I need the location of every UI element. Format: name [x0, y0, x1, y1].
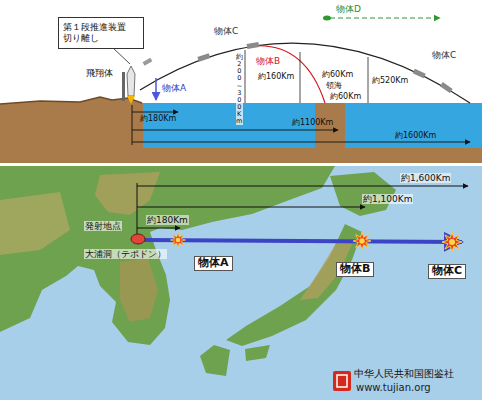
height-line — [300, 52, 301, 103]
range-line — [132, 142, 470, 143]
object-d-arrow — [330, 17, 440, 18]
flame — [127, 96, 135, 104]
sky — [0, 0, 482, 166]
range-origin — [137, 183, 138, 234]
height-label: 約200～300Km — [236, 54, 243, 125]
range-line — [137, 207, 365, 208]
explosion — [442, 232, 462, 252]
height-line — [245, 50, 246, 103]
divider — [0, 163, 482, 166]
range-line — [137, 228, 180, 229]
range-label: 約1100Km — [292, 118, 333, 127]
object-label: 物体C — [214, 26, 238, 36]
height-label: 約160Km — [258, 72, 294, 81]
object-b-path — [253, 46, 325, 103]
place-label: 発射地点 — [84, 221, 122, 231]
object-label: 物体A — [194, 256, 233, 271]
watermark: www.tujian.org — [356, 382, 431, 394]
sea — [345, 103, 482, 148]
range-line — [132, 112, 178, 113]
range-line — [132, 130, 338, 131]
place-label: 大浦洞（テポドン） — [84, 249, 167, 259]
flight-path — [142, 240, 462, 242]
watermark: 中华人民共和国图鉴社 — [354, 368, 454, 380]
explosion — [171, 233, 186, 248]
range-label: 約1600Km — [395, 131, 436, 140]
object-label: 物体C — [432, 50, 456, 60]
height-line — [368, 57, 369, 103]
object-label: 物体B — [256, 56, 280, 66]
object-c-piece — [247, 42, 260, 49]
range-label: 約1,600Km — [400, 173, 451, 183]
object-label: 物体C — [428, 264, 466, 279]
range-line — [137, 186, 468, 187]
rocket — [127, 66, 135, 96]
kyushu — [200, 345, 230, 376]
object-d — [323, 16, 331, 21]
range-origin — [132, 105, 133, 145]
range-label: 約1,100Km — [362, 194, 413, 204]
trajectory — [140, 43, 470, 103]
height-label: 約60Km — [330, 92, 361, 101]
object-label: 物体D — [336, 4, 361, 14]
range-label: 約180Km — [140, 114, 176, 123]
mountains — [0, 192, 70, 255]
object-label: 物体B — [336, 262, 374, 277]
launch-tower — [122, 72, 125, 101]
callout-box: 第１段推進装置 切り離し — [58, 17, 144, 49]
object-c-piece — [197, 53, 210, 61]
height-label: 約520Km — [372, 76, 408, 85]
callout-text: 第１段推進装置 切り離し — [63, 22, 139, 44]
object-label: 物体A — [162, 83, 186, 93]
mountains — [120, 258, 158, 322]
range-label: 約180Km — [146, 215, 189, 225]
mountains — [95, 172, 160, 215]
object-c-piece — [440, 82, 453, 93]
height-label: 約60Km — [322, 70, 353, 79]
stage-one — [143, 58, 153, 66]
object-a-arrow — [155, 78, 157, 100]
leader-line — [112, 47, 130, 64]
watermark-logo — [337, 375, 347, 387]
sea — [143, 103, 315, 148]
watermark-logo — [333, 371, 351, 391]
ground-edge — [0, 97, 142, 104]
map-sea — [0, 166, 482, 400]
explosion — [353, 232, 371, 250]
launch-site — [131, 234, 145, 244]
area-label: 領海 — [326, 81, 342, 90]
object-c-piece — [413, 69, 426, 79]
vehicle-label: 飛翔体 — [86, 68, 113, 78]
shikoku — [245, 345, 270, 361]
